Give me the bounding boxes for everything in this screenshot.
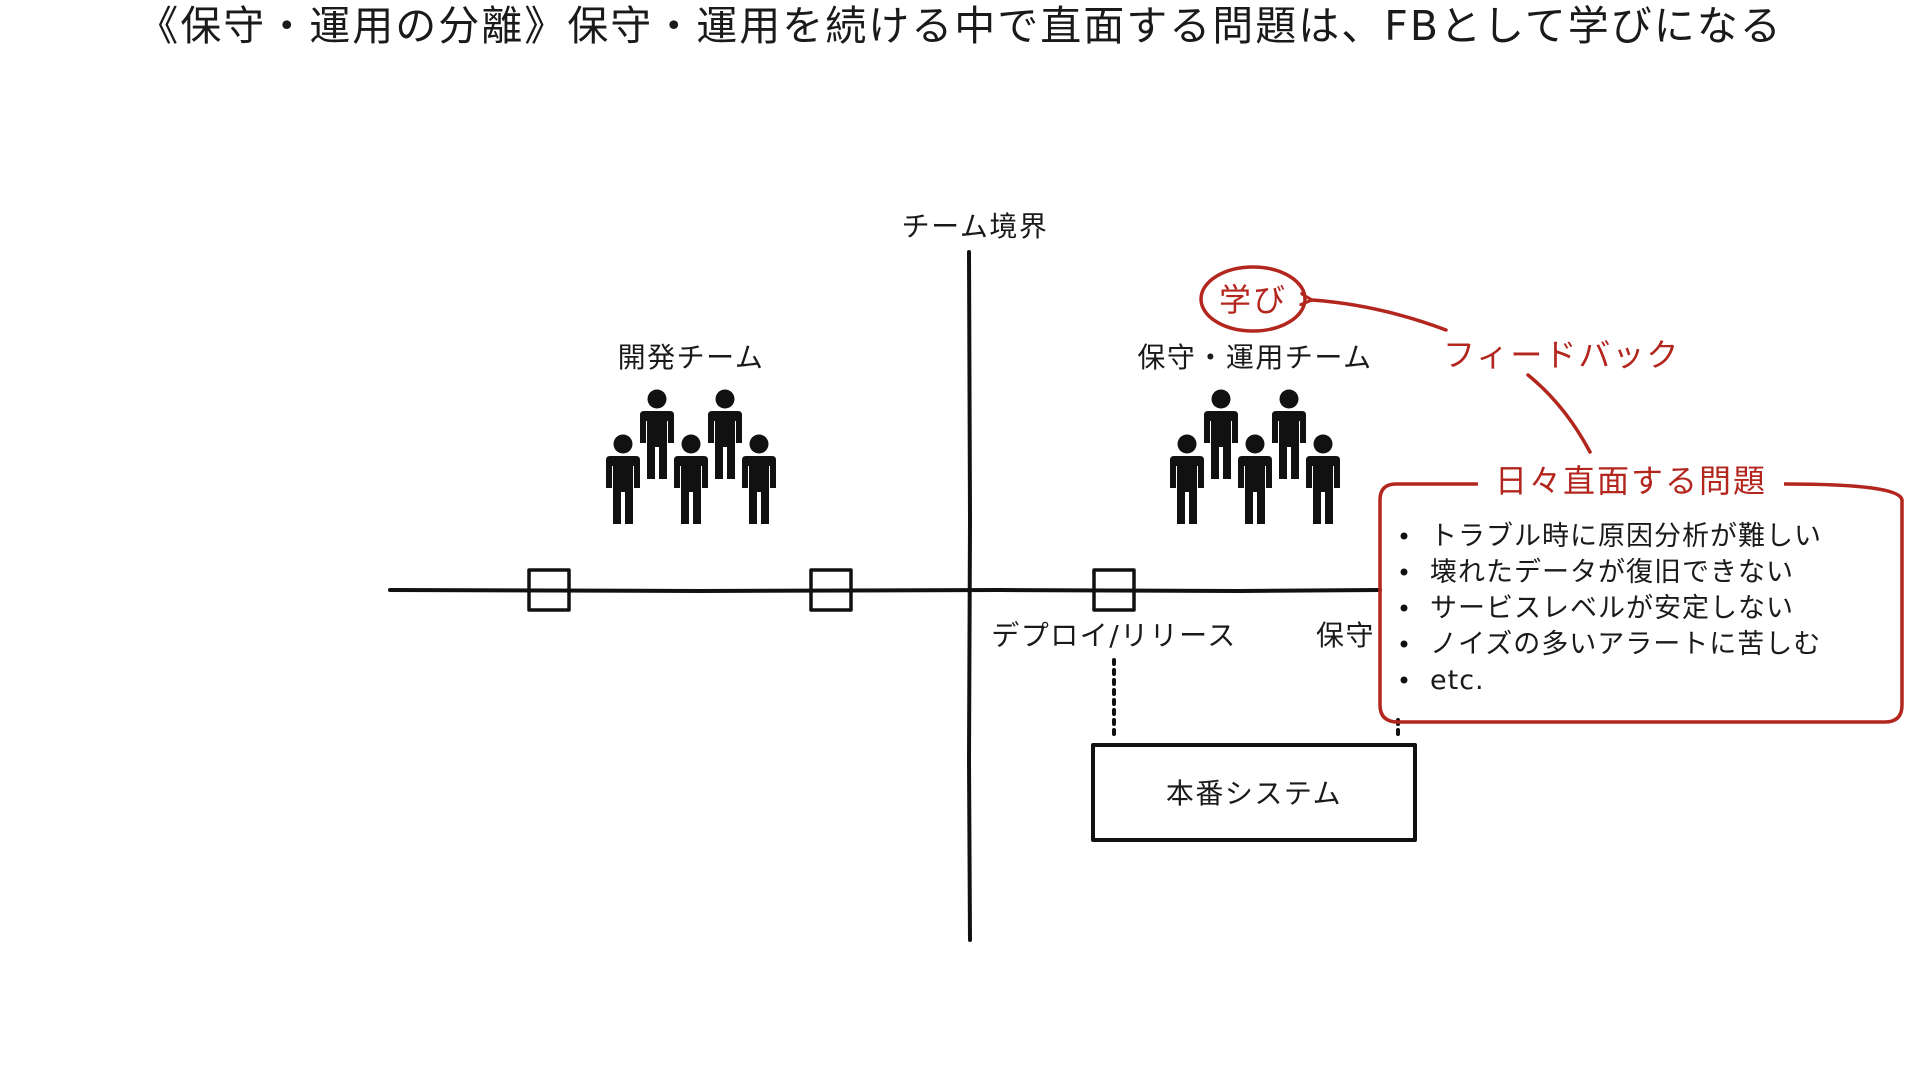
deploy-release-label: デプロイ/リリース (991, 619, 1237, 652)
team-boundary-line (967, 250, 972, 942)
bullet-dot (1400, 676, 1408, 684)
list-item: ノイズの多いアラートに苦しむ (1430, 629, 1821, 660)
bullet-dot (1400, 604, 1408, 612)
dev-team-label: 開発チーム (618, 341, 765, 374)
bullet-dot (1400, 532, 1408, 540)
ops-team-label: 保守・運用チーム (1137, 341, 1372, 374)
people-group-icon (1170, 389, 1340, 524)
production-system-label: 本番システム (1166, 777, 1342, 810)
bullet-dot (1400, 640, 1408, 648)
problems-heading-backdrop (1478, 462, 1784, 506)
milestone-marker-dev-2 (809, 568, 853, 612)
list-item: etc. (1430, 665, 1485, 696)
timeline-axis (388, 588, 1382, 593)
feedback-arrow (1312, 300, 1448, 332)
milestone-marker-deploy (1092, 568, 1136, 612)
list-item: サービスレベルが安定しない (1430, 593, 1794, 624)
production-system-box (1091, 743, 1417, 842)
problems-list: トラブル時に原因分析が難しい 壊れたデータが復旧できない サービスレベルが安定し… (1400, 521, 1822, 696)
team-boundary-label: チーム境界 (902, 210, 1049, 243)
problems-heading: 日々直面する問題 (1495, 462, 1767, 500)
people-group-icon (606, 389, 776, 524)
feedback-label: フィードバック (1443, 336, 1680, 374)
learning-label: 学び (1219, 281, 1287, 319)
milestone-marker-dev-1 (527, 568, 571, 612)
list-item: 壊れたデータが復旧できない (1430, 557, 1794, 588)
bullet-dot (1400, 568, 1408, 576)
problems-to-feedback-line (1526, 373, 1592, 454)
page-title: 《保守・運用の分離》保守・運用を続ける中で直面する問題は、FBとして学びになる (137, 2, 1782, 50)
list-item: トラブル時に原因分析が難しい (1430, 521, 1822, 552)
problems-box (1378, 482, 1904, 724)
ops-milestone-label: 保守 (1316, 619, 1375, 652)
